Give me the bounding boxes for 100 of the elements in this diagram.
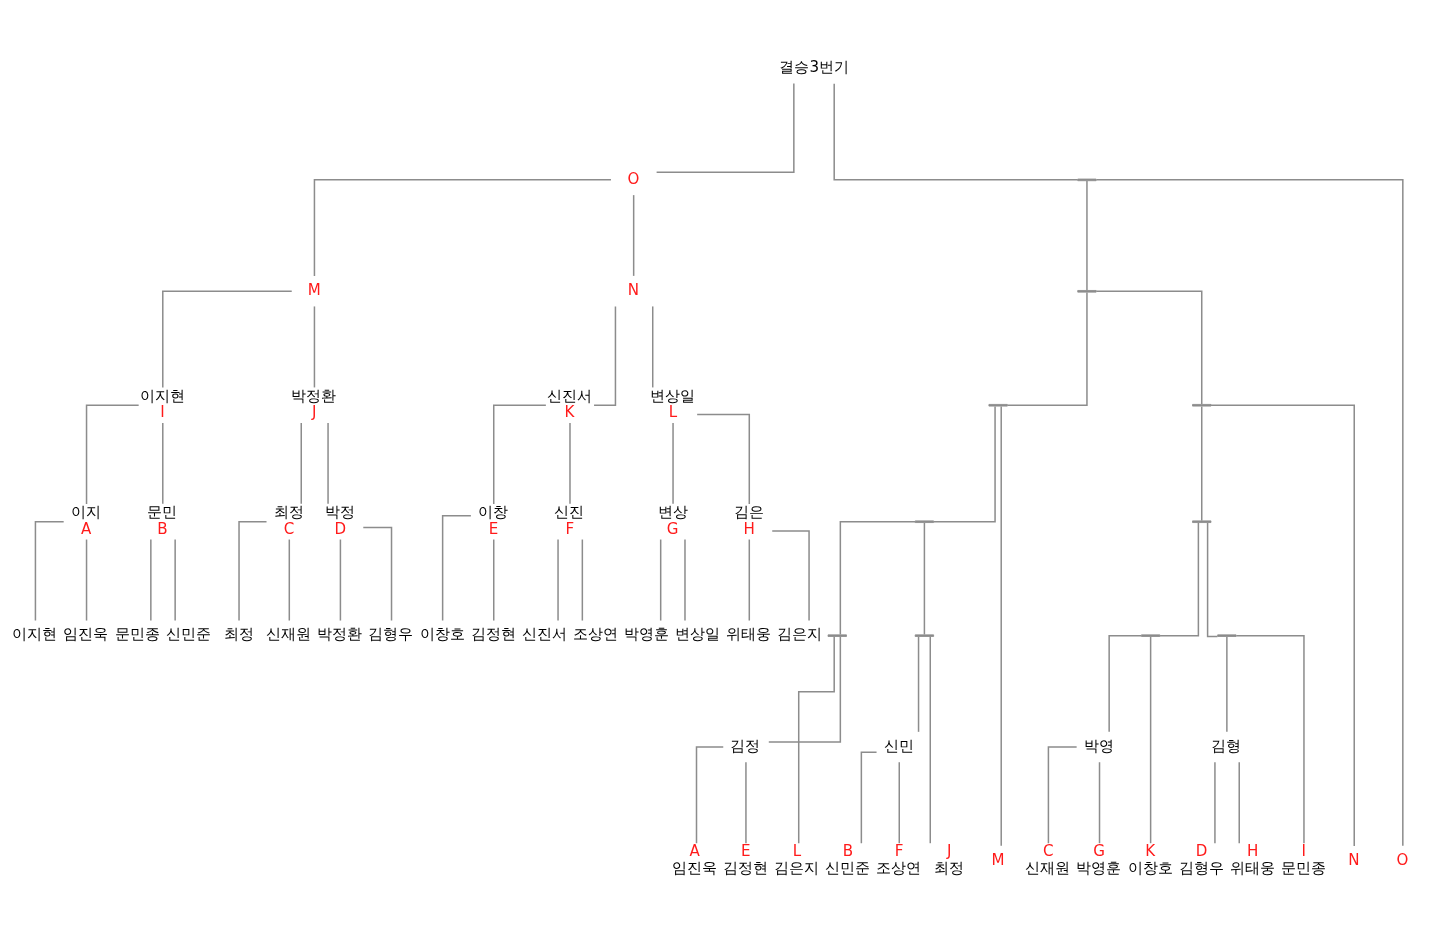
node-text: 김정현 [470,624,516,643]
connector [932,405,996,522]
connector [1206,521,1219,637]
node-text: J 최정 [934,841,965,877]
connector [771,529,810,621]
node-text: B 신민준 [825,841,871,877]
connector [339,538,342,621]
node-text: 이창 E [478,502,509,538]
node-text: 변상 G [657,502,688,538]
node-text: 이지현 [12,624,58,643]
connector [923,521,926,635]
node-text: 문민종 [114,624,160,643]
connector [1095,290,1203,405]
connector [1086,179,1088,291]
connector [288,538,291,621]
node-text: F 조상연 [876,841,922,877]
node-bar [988,403,1008,406]
node-text: 김은지 [777,624,823,643]
connector [1047,745,1078,844]
node-bar [1192,519,1212,523]
node-text: 김정 [730,736,761,755]
connector [748,538,751,621]
node-bar [1077,178,1097,181]
node-bar [1192,403,1212,406]
connector [441,514,472,621]
node-bar [1141,633,1161,637]
node-text: 조상연 [572,624,618,643]
connector [1095,178,1404,847]
node-text: C 신재원 [1025,841,1071,877]
node-text: 박정환 [317,624,363,643]
connector [1006,291,1088,406]
connector [150,538,152,621]
connector [1235,634,1305,844]
connector [174,538,176,621]
node-text: 변상일 [675,624,721,643]
node-text: K 이창호 [1127,841,1173,877]
connector [162,290,293,388]
node-text: M [307,280,321,299]
node-text: I 문민종 [1280,841,1326,877]
connector [1201,405,1203,521]
connector [860,750,878,844]
node-text: 신진 F [554,502,585,538]
connector [162,421,164,505]
node-text: 신민 [883,736,914,755]
node-text: 최정 C [273,502,304,538]
connector [917,635,920,733]
node-text: 신진서 [521,624,567,643]
node-text: 위태웅 [726,624,772,643]
connector [569,421,571,505]
node-bar [827,633,847,637]
connector [85,404,140,505]
connector [1210,404,1355,847]
connector [362,526,393,621]
connector [696,413,751,505]
connector [1098,761,1101,844]
node-text: 박정 D [324,502,355,538]
node-text: E 김정현 [722,841,768,877]
node-text: 신진서 K [546,386,592,421]
node-text: 김은 H [733,502,764,538]
connector [493,538,495,621]
node-bar [914,519,935,523]
node-text: 이창호 [419,624,465,643]
node-text: 김형우 [368,624,414,643]
connector [833,82,1079,181]
node-text: 이지현 I [139,386,185,421]
node-text: 신재원 [266,624,312,643]
node-text: O [1396,850,1409,869]
connector [684,538,686,621]
connector [313,305,316,388]
connector [593,305,617,406]
node-text: G 박영훈 [1076,841,1122,877]
connector [695,745,724,844]
connector [557,538,559,621]
connector [745,761,747,844]
node-text: M [991,850,1005,869]
node-text: N [627,280,640,299]
connector [929,635,932,844]
node-bar [1077,289,1097,293]
connector [839,520,916,635]
connector [768,635,842,743]
connector [1149,635,1152,844]
connector [313,178,612,277]
connector [327,421,329,505]
node-text: A 임진욱 [671,841,717,877]
connector [651,305,654,388]
node-text: O [627,169,640,188]
node-text: 박정환 J [291,386,337,421]
node-text: 김형 [1211,736,1242,755]
connector [85,538,88,621]
connector [659,538,662,621]
node-text: L 김은지 [774,841,820,877]
node-text: N [1348,850,1360,869]
node-text: 이지 A [71,502,102,538]
connector [672,421,674,505]
connector [34,520,65,621]
node-text: 최정 [223,624,254,643]
node-bar [1217,633,1237,637]
node-text: D 김형우 [1178,841,1224,877]
connector [898,761,901,844]
node-text: 박영 [1084,736,1115,755]
